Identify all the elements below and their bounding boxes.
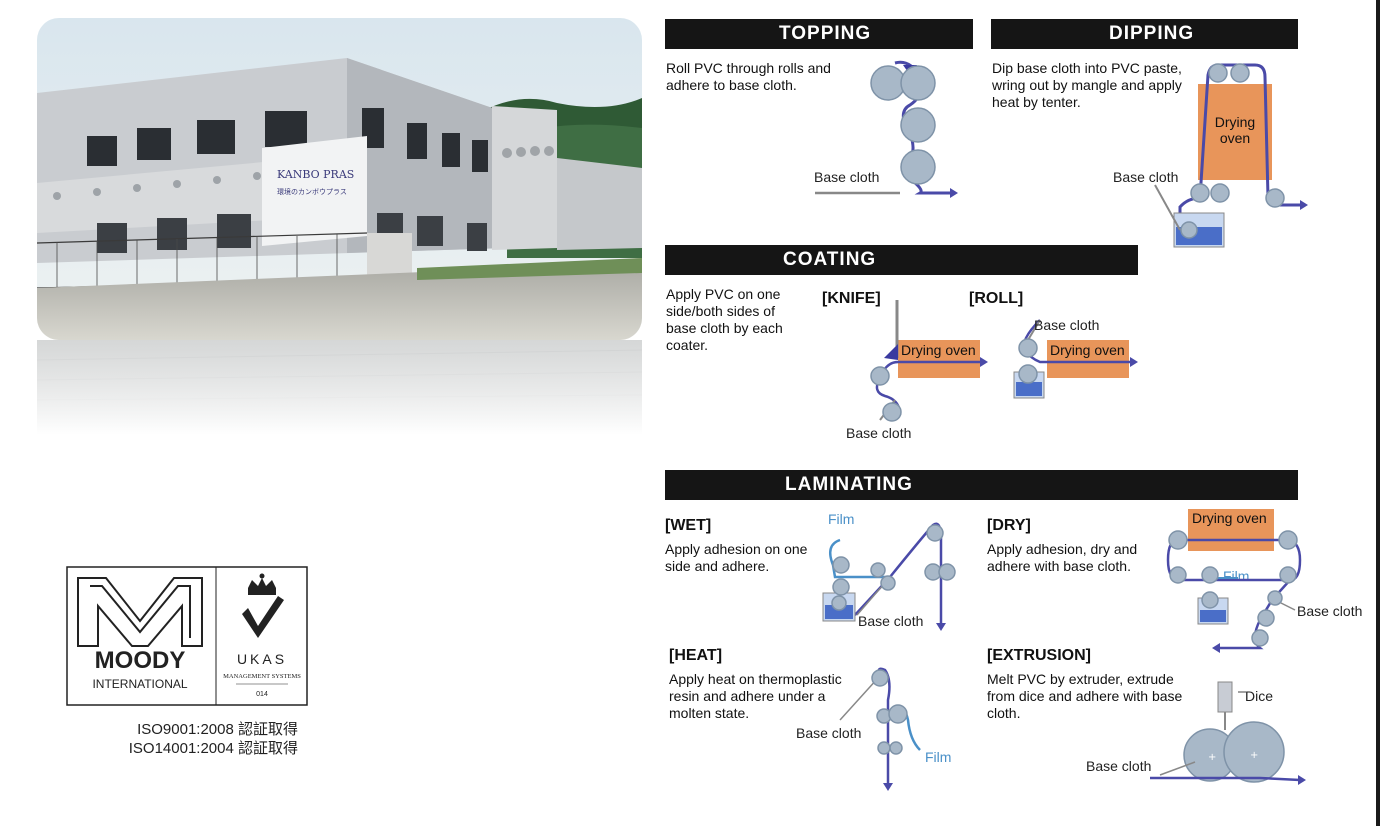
lam-dry-base-cloth-label: Base cloth [1297,603,1362,619]
coating-diagram [840,300,1160,430]
svg-text:+: + [1250,750,1258,761]
international-text: INTERNATIONAL [92,677,187,691]
lam-dry-label: [DRY] [987,517,1031,535]
iso9001-text: ISO9001:2008 認証取得 [60,718,298,739]
svg-text:+: + [1208,752,1216,763]
laminating-header: LAMINATING [665,470,1298,500]
lam-extrusion-label: [EXTRUSION] [987,647,1091,665]
lam-heat-description: Apply heat on thermoplastic resin and ad… [669,671,849,722]
lam-dry-description: Apply adhesion, dry and adhere with base… [987,541,1157,575]
ukas-number: 014 [256,691,268,698]
building-sign: KANBO PRAS [277,168,354,181]
building-sign-sub: 環境のカンボウプラス [277,187,347,196]
lam-wet-description: Apply adhesion on one side and adhere. [665,541,810,575]
coating-knife-base-cloth-label: Base cloth [846,425,911,441]
lam-heat-label: [HEAT] [669,647,722,665]
factory-building-image: KANBO PRAS 環境のカンボウプラス [37,18,642,340]
topping-base-cloth-label: Base cloth [814,169,879,185]
moody-text: MOODY [95,647,186,674]
lam-extrusion-base-cloth-label: Base cloth [1086,758,1151,774]
dipping-diagram [1100,55,1310,255]
coating-header: COATING [665,245,1138,275]
certification-badge: MOODY INTERNATIONAL UKAS MANAGEMENT SYST… [66,566,308,706]
topping-header: TOPPING [665,19,973,49]
ukas-text: UKAS [237,651,287,667]
photo-reflection [37,340,642,435]
lam-heat-film-label: Film [925,749,951,765]
page-edge [1376,0,1380,826]
lam-wet-base-cloth-label: Base cloth [858,613,923,629]
factory-photo: KANBO PRAS 環境のカンボウプラス [37,18,642,340]
coating-description: Apply PVC on one side/both sides of base… [666,286,806,354]
coating-roll-base-cloth-label: Base cloth [1034,317,1099,333]
lam-wet-label: [WET] [665,517,711,535]
lam-extrusion-diagram: + + [1150,680,1310,790]
lam-dry-diagram [1160,520,1310,660]
iso14001-text: ISO14001:2004 認証取得 [60,737,298,758]
dipping-header: DIPPING [991,19,1298,49]
lam-heat-base-cloth-label: Base cloth [796,725,861,741]
ukas-sub-text: MANAGEMENT SYSTEMS [223,673,301,680]
dipping-base-cloth-label: Base cloth [1113,169,1178,185]
